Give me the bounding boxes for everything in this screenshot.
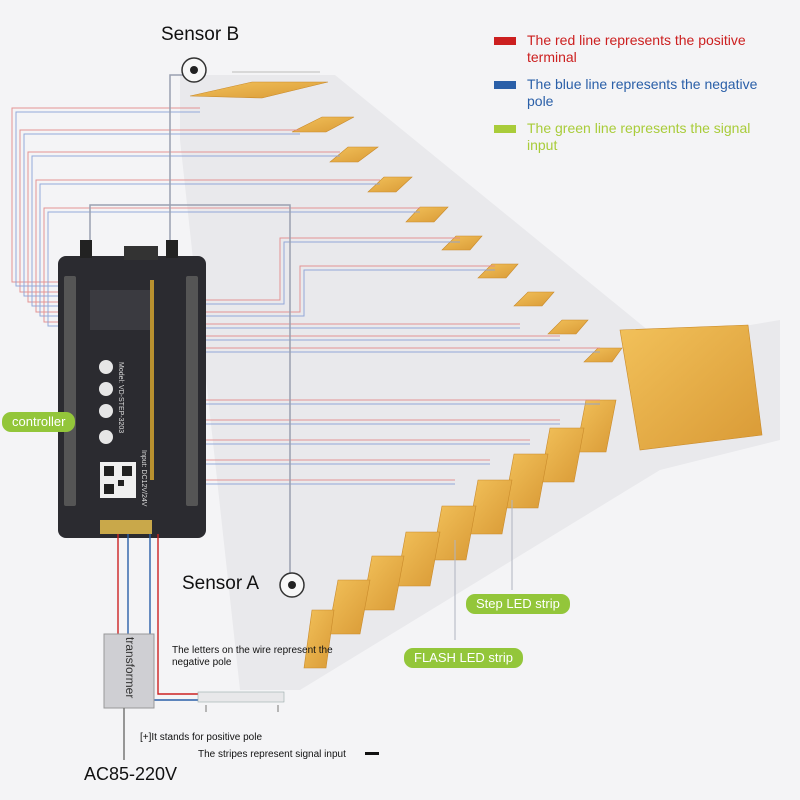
step-led-strip-label: Step LED strip bbox=[466, 594, 570, 614]
control-button bbox=[99, 360, 113, 374]
controller-board bbox=[58, 240, 206, 538]
stair-tread bbox=[477, 263, 519, 279]
controller-input: Input: DC12V/24V bbox=[140, 450, 147, 507]
control-button bbox=[99, 430, 113, 444]
stair-tread bbox=[513, 291, 555, 307]
led-strip-sample bbox=[197, 691, 285, 712]
stair-tread bbox=[189, 81, 329, 99]
sensor-b-label: Sensor B bbox=[161, 24, 240, 45]
stair-tread bbox=[367, 176, 413, 193]
flash-led-strip-label: FLASH LED strip bbox=[404, 648, 523, 668]
sensor-b bbox=[181, 57, 207, 83]
stair-tread bbox=[291, 116, 355, 133]
legend-green-swatch bbox=[494, 125, 516, 133]
control-button bbox=[99, 404, 113, 418]
signal-input-note: The stripes represent signal input bbox=[198, 749, 346, 760]
legend-blue-text: The blue line represents the negative po… bbox=[527, 76, 758, 109]
controller-model: Model: VD-STEP-3203 bbox=[117, 362, 124, 434]
controller-tag: controller bbox=[2, 412, 76, 432]
positive-pole-note: [+]It stands for positive pole bbox=[140, 732, 263, 743]
mains-voltage-label: AC85-220V bbox=[84, 764, 178, 784]
upper-stair-flight bbox=[189, 81, 623, 363]
legend-blue-swatch bbox=[494, 81, 516, 89]
negative-pole-note: The letters on the wire represent the ne… bbox=[172, 645, 333, 668]
stair-tread bbox=[547, 319, 589, 335]
sensor-a bbox=[279, 572, 305, 598]
stair-tread bbox=[441, 235, 483, 251]
legend-green-text: The green line represents the signal inp… bbox=[527, 120, 751, 153]
control-button bbox=[99, 382, 113, 396]
stripe-marker bbox=[365, 752, 379, 755]
power-terminal bbox=[100, 520, 152, 534]
transformer-body bbox=[103, 633, 155, 709]
stair-riser bbox=[303, 609, 335, 669]
transformer-label: transformer bbox=[123, 637, 137, 699]
stair-tread bbox=[329, 146, 379, 163]
legend-red-swatch bbox=[494, 37, 516, 45]
sensor-a-label: Sensor A bbox=[182, 573, 260, 594]
stair-tread bbox=[583, 347, 623, 363]
legend-red-text: The red line represents the positive ter… bbox=[527, 32, 746, 65]
wire-harness bbox=[11, 74, 600, 640]
lower-stair-flight bbox=[303, 399, 617, 669]
stair-wall bbox=[180, 75, 780, 690]
stair-landing bbox=[619, 324, 763, 451]
